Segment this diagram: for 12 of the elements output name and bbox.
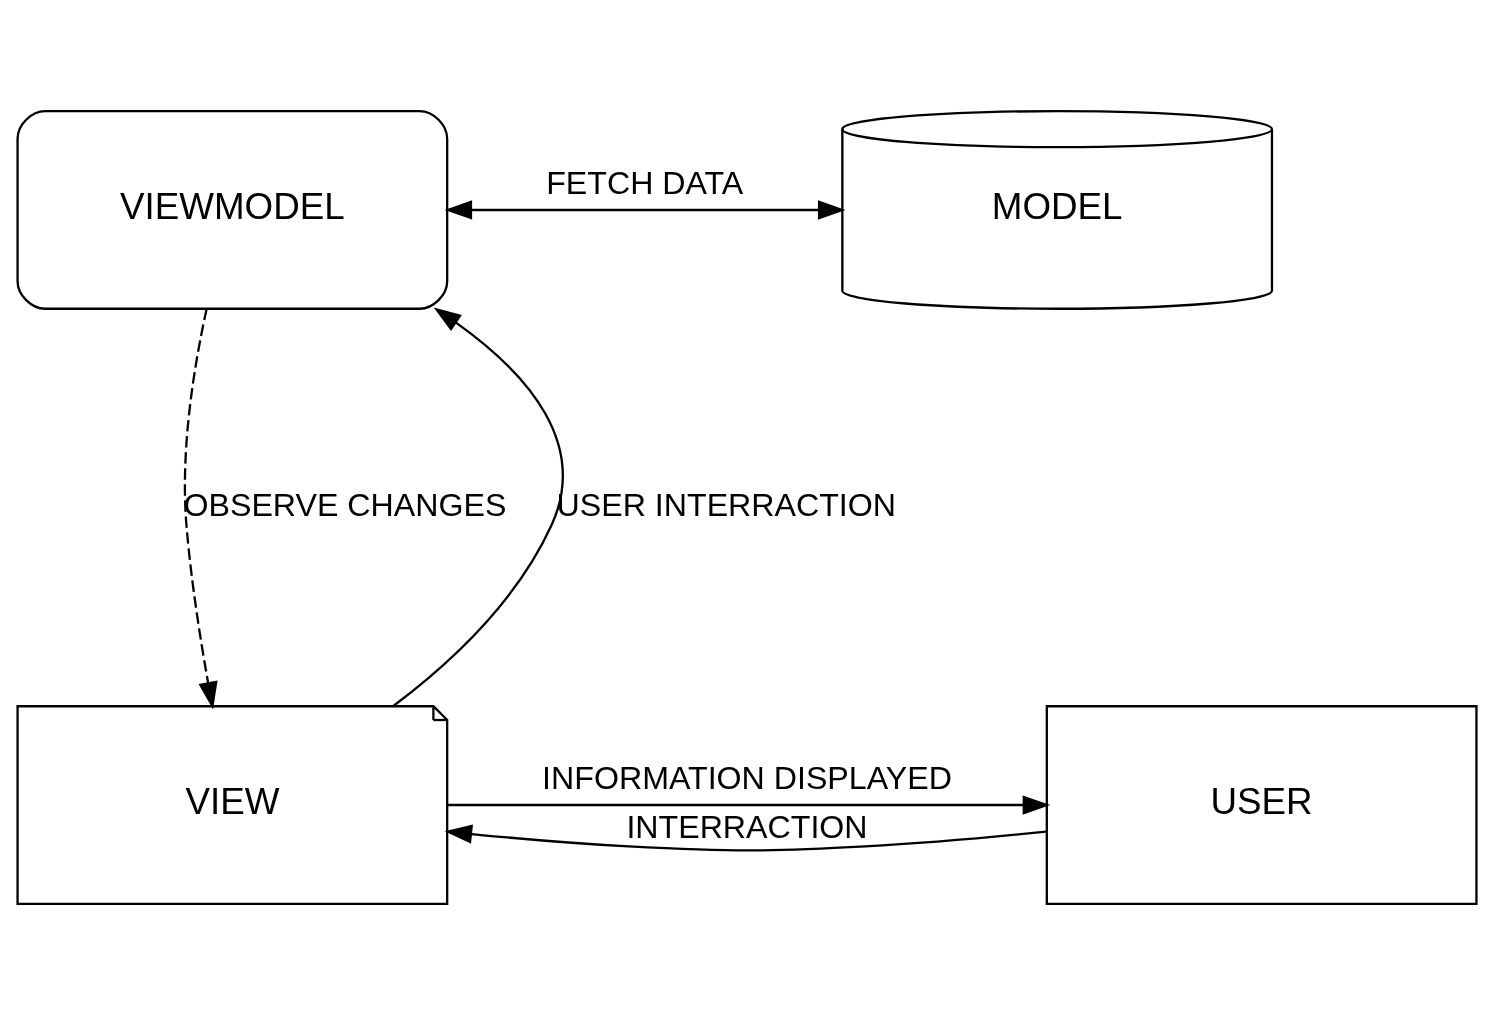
edge-label: FETCH DATA [546, 164, 744, 201]
node-box: USER [1045, 704, 1478, 905]
arrow [447, 794, 1051, 815]
arrow [392, 306, 564, 707]
arrow [444, 823, 1047, 852]
arrow [183, 308, 218, 709]
edge-label: INFORMATION DISPLAYED [542, 759, 952, 796]
edge-label: OBSERVE CHANGES [183, 486, 507, 523]
node-box: VIEWMODEL [16, 109, 449, 310]
edge-label: USER INTERRACTION [556, 486, 897, 523]
edge-label: INTERRACTION [626, 808, 868, 845]
arrow [444, 199, 846, 220]
